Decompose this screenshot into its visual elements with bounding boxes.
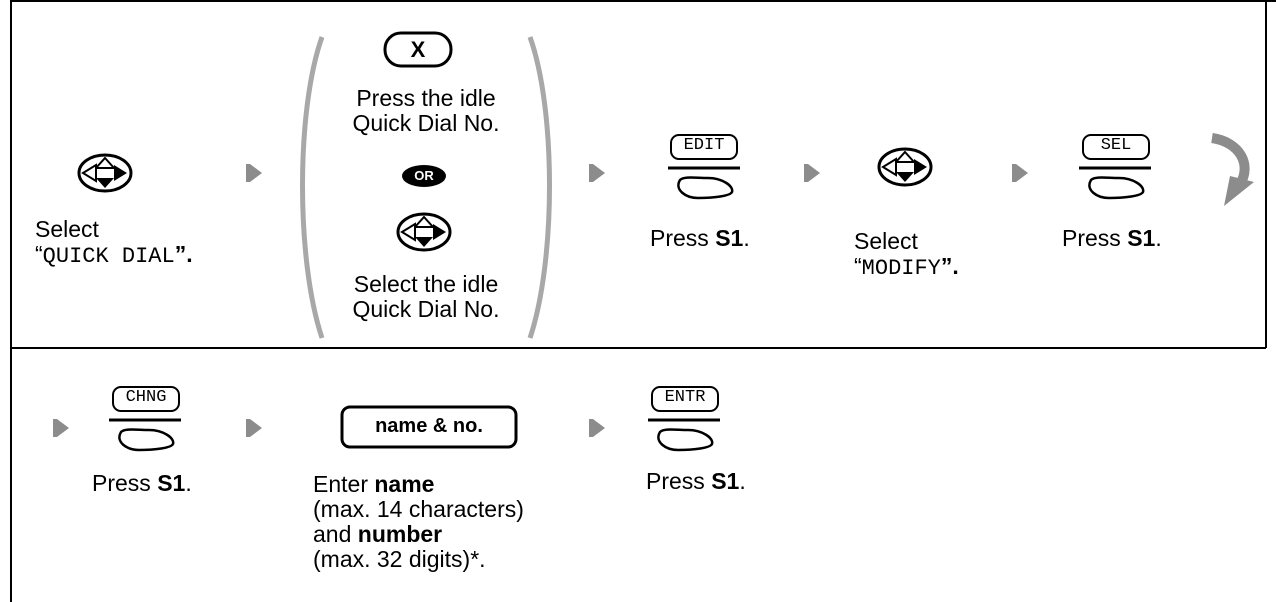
period: . xyxy=(1155,225,1162,251)
name-number-display-box xyxy=(340,405,518,449)
step6-line4: (max. 32 digits)*. xyxy=(313,546,486,572)
navigator-key-icon xyxy=(396,212,452,252)
arrow-right-icon xyxy=(246,164,262,182)
name-number-display-label: name & no. xyxy=(375,415,483,437)
chng-soft-label: CHNG xyxy=(125,388,167,407)
edit-soft-label: EDIT xyxy=(683,136,725,155)
s1-key-text: S1 xyxy=(711,468,740,494)
continue-arrow-icon xyxy=(1210,133,1254,206)
quick-dial-key-label: X xyxy=(410,37,426,62)
step3-line2: “MODIFY”. xyxy=(854,253,959,282)
and-text: and xyxy=(313,521,358,547)
alt-a-line1: Press the idle xyxy=(356,85,496,111)
or-badge xyxy=(402,165,446,187)
right-parenthesis xyxy=(527,36,552,339)
alt-b-line2: Quick Dial No. xyxy=(352,296,500,322)
alt-b-line1: Select the idle xyxy=(353,271,499,297)
s1-key-text: S1 xyxy=(715,225,744,251)
step6-line3: and number xyxy=(313,522,524,547)
left-parenthesis xyxy=(300,36,325,339)
arrow-right-icon xyxy=(53,419,69,437)
step6-line1: Enter name xyxy=(313,472,524,497)
alt-a-text: Press the idle Quick Dial No. xyxy=(324,86,528,136)
sel-soft-label: SEL xyxy=(1100,136,1132,155)
enter-text: Enter xyxy=(313,471,375,497)
name-text: name xyxy=(374,471,435,497)
quote-close: ”. xyxy=(940,253,959,279)
navigator-key-icon xyxy=(877,147,933,187)
quote-close: ”. xyxy=(174,241,193,267)
quick-dial-key-icon xyxy=(383,31,453,68)
period: . xyxy=(185,470,192,496)
press-text: Press xyxy=(646,468,712,494)
arrow-right-icon xyxy=(804,164,820,182)
alt-b-text: Select the idle Quick Dial No. xyxy=(324,272,528,322)
step1-menu-code: QUICK DIAL xyxy=(42,244,175,269)
step1-line1: Select xyxy=(35,216,99,242)
sel-soft-label-box xyxy=(1082,134,1150,160)
arrow-right-icon xyxy=(246,419,262,437)
arrow-right-icon xyxy=(589,164,605,182)
soft-button-icon xyxy=(107,418,183,452)
step6-text: Enter name (max. 14 characters) and numb… xyxy=(313,472,524,572)
alt-a-line2: Quick Dial No. xyxy=(352,110,500,136)
navigator-key-icon xyxy=(77,153,133,193)
step5-text: Press S1. xyxy=(92,471,192,496)
step4-text: Press S1. xyxy=(1062,226,1162,251)
s1-key-text: S1 xyxy=(1127,225,1156,251)
period: . xyxy=(743,225,750,251)
step2-text: Press S1. xyxy=(650,226,750,251)
period: . xyxy=(739,468,746,494)
step3-line1: Select xyxy=(854,228,918,254)
press-text: Press xyxy=(1062,225,1128,251)
or-label: OR xyxy=(414,168,434,183)
step6-line2: (max. 14 characters) xyxy=(313,496,524,522)
entr-soft-label-box xyxy=(651,386,719,412)
chng-soft-label-box xyxy=(112,386,180,412)
edit-soft-label-box xyxy=(670,134,738,160)
step1-line2: “QUICK DIAL”. xyxy=(35,241,193,270)
soft-button-icon xyxy=(1077,166,1153,200)
arrow-right-icon xyxy=(1012,164,1028,182)
soft-button-icon xyxy=(646,418,722,452)
quote-open: “ xyxy=(854,253,862,279)
arrow-right-icon xyxy=(589,419,605,437)
s1-key-text: S1 xyxy=(157,470,186,496)
step3-menu-code: MODIFY xyxy=(861,256,941,281)
entr-soft-label: ENTR xyxy=(664,388,706,407)
press-text: Press xyxy=(650,225,716,251)
step3-text: Select “MODIFY”. xyxy=(854,228,959,282)
quote-open: “ xyxy=(35,241,43,267)
soft-button-icon xyxy=(666,166,742,200)
number-text: number xyxy=(357,521,443,547)
step7-text: Press S1. xyxy=(646,469,746,494)
press-text: Press xyxy=(92,470,158,496)
step1-text: Select “QUICK DIAL”. xyxy=(35,216,193,270)
